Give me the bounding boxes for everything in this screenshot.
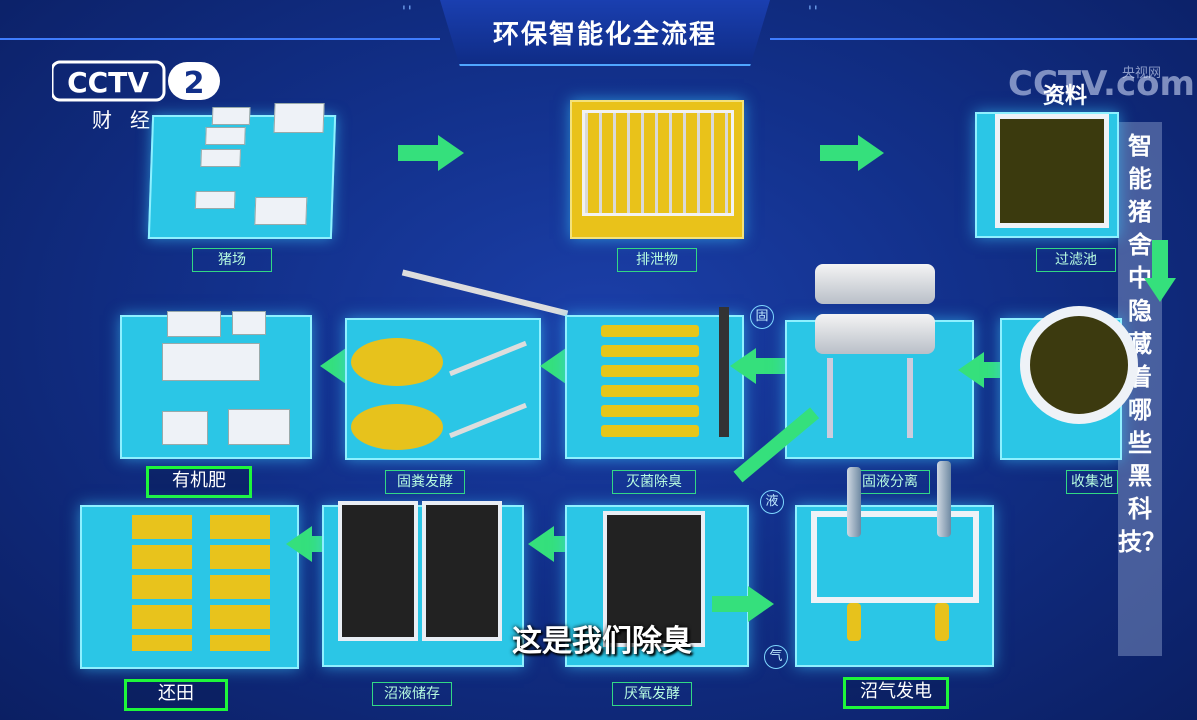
arrow-right-icon: [438, 135, 464, 171]
label-solid-fermentation: 固粪发酵: [385, 470, 465, 494]
arrow-left-icon: [958, 352, 984, 388]
conveyor: [449, 402, 527, 439]
plant-building: [162, 343, 260, 381]
cctv2-logo: CCTV 2: [52, 60, 220, 102]
treatment-bar: [601, 365, 699, 377]
arrow-shaft: [712, 596, 750, 612]
collection-pool-tank: [1020, 306, 1138, 424]
svg-text:2: 2: [184, 66, 205, 101]
treatment-wall: [719, 307, 729, 437]
label-solid-liquid-separation: 固液分离: [850, 470, 930, 494]
arrow-right-icon: [858, 135, 884, 171]
label-biogas-liquid-storage: 沼液储存: [372, 682, 452, 706]
label-biogas-power: 沼气发电: [843, 677, 949, 709]
generator-unit: [935, 603, 949, 641]
tile-anaerobic-fermentation: [565, 505, 749, 667]
watermark-sub: 央视网: [1122, 66, 1162, 81]
marker-solid: 固: [750, 305, 774, 329]
filter-pool-tank: [995, 114, 1109, 228]
marker-gas: 气: [764, 645, 788, 669]
separator-drum: [815, 314, 935, 354]
label-filter-pool: 过滤池: [1036, 248, 1116, 272]
label-pig-farm: 猪场: [192, 248, 272, 272]
conveyor-main: [401, 269, 569, 317]
marker-liquid: 液: [760, 490, 784, 514]
channel-name: 财经: [92, 108, 168, 132]
plant-building: [228, 409, 290, 445]
support-pipe: [907, 358, 913, 438]
tile-collection-pool: [1000, 306, 1138, 460]
label-sterilize-deodorize: 灭菌除臭: [612, 470, 696, 494]
conveyor: [449, 340, 527, 377]
banner-dots-right: '': [808, 4, 820, 20]
support-pipe: [827, 358, 833, 438]
svg-text:CCTV: CCTV: [67, 66, 149, 99]
compost-pile: [351, 338, 443, 386]
tile-organic-fertilizer: [120, 311, 312, 459]
tile-biogas-power: [795, 461, 994, 667]
biogas-tank: [811, 511, 979, 603]
compost-pile: [351, 404, 443, 450]
arrow-left-icon: [286, 526, 312, 562]
caption-subtitle: 这是我们除臭: [512, 624, 692, 659]
watermark-domain: .com: [1103, 64, 1195, 104]
plant-building: [167, 311, 221, 337]
pen-building: [205, 127, 246, 145]
source-tag: 资料: [1043, 84, 1088, 109]
crop-field: [132, 515, 192, 651]
arrow-left-icon: [320, 348, 346, 384]
banner-line-right: [770, 38, 1197, 40]
generator-unit: [847, 603, 861, 641]
pen-building: [200, 149, 241, 167]
banner-dots-left: '': [402, 4, 414, 20]
label-organic-fertilizer: 有机肥: [146, 466, 252, 498]
treatment-bar: [601, 345, 699, 357]
treatment-bar: [601, 405, 699, 417]
question-text: 智能猪舍中隐藏着哪些黑科技？: [1118, 132, 1166, 556]
pig-pen-grate: [582, 110, 734, 216]
label-excrement: 排泄物: [617, 248, 697, 272]
tile-pig-farm: [147, 103, 337, 239]
arrow-shaft: [820, 145, 860, 161]
banner-line-left: [0, 38, 440, 40]
pen-building: [211, 107, 251, 125]
label-return-to-field: 还田: [124, 679, 228, 711]
treatment-bar: [601, 425, 699, 437]
arrow-left-icon: [528, 526, 554, 562]
plant-building: [232, 311, 266, 335]
tile-biogas-liquid-storage: [322, 501, 524, 667]
page-title: 环保智能化全流程: [492, 20, 717, 50]
storage-tank: [422, 501, 502, 641]
title-banner: 环保智能化全流程: [440, 0, 770, 66]
tile-sterilize-deodorize: [565, 307, 744, 459]
tile-solid-liquid-separation: [785, 264, 974, 459]
cctv-com-watermark: CCTV.com: [1008, 64, 1195, 104]
tile-excrement: [570, 100, 744, 239]
arrow-right-icon: [748, 586, 774, 622]
separator-drum: [815, 264, 935, 304]
tile-filter-pool: [975, 112, 1119, 238]
watermark-logo: CCTV: [1008, 64, 1104, 104]
fermentation-tank: [603, 511, 705, 647]
arrow-left-icon: [540, 348, 566, 384]
arrow-down-icon: [1144, 278, 1176, 302]
plant-building: [162, 411, 208, 445]
label-anaerobic-fermentation: 厌氧发酵: [612, 682, 692, 706]
barn-building: [273, 103, 325, 133]
arrow-shaft: [1152, 240, 1168, 280]
label-collection-pool: 收集池: [1066, 470, 1118, 494]
biogas-pipe: [847, 467, 861, 537]
treatment-bar: [601, 385, 699, 397]
crop-field: [210, 515, 270, 651]
barn-building: [254, 197, 308, 225]
biogas-pipe: [937, 461, 951, 537]
arrow-shaft: [398, 145, 440, 161]
tile-solid-fermentation: [345, 318, 541, 460]
arrow-left-icon: [730, 348, 756, 384]
treatment-bar: [601, 325, 699, 337]
tile-return-to-field: [80, 505, 299, 669]
storage-tank: [338, 501, 418, 641]
pen-building: [194, 191, 236, 209]
